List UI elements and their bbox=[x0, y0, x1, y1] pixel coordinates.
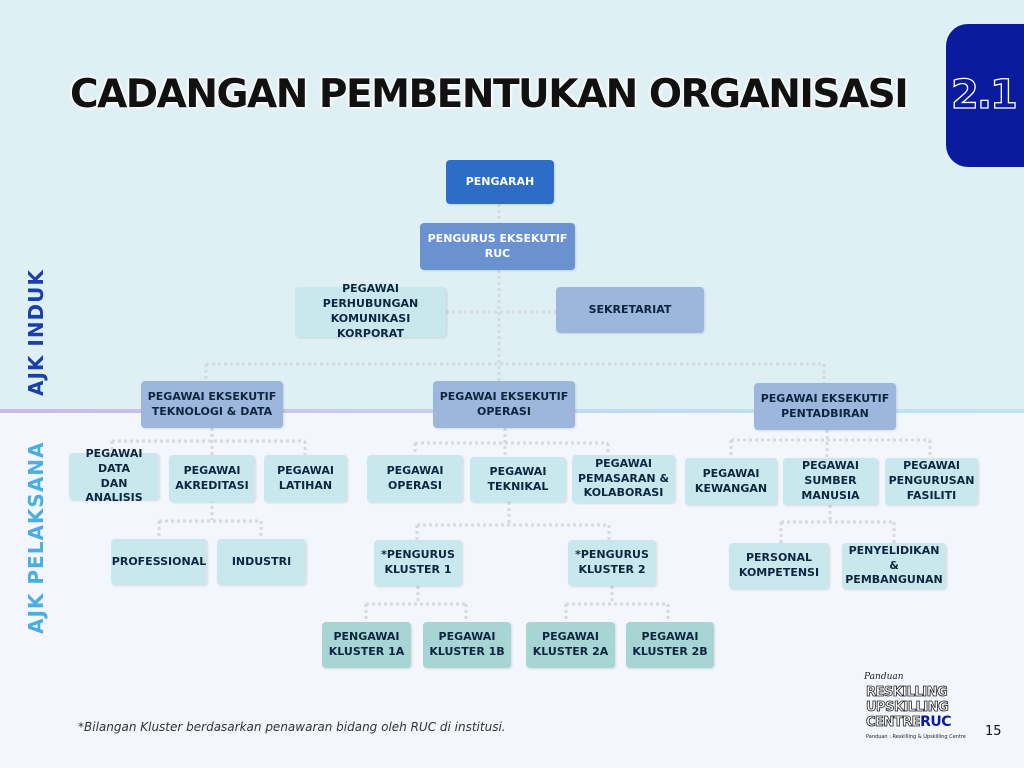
ruc-logo: Panduan RESKILLING UPSKILLING CENTRERUC … bbox=[862, 672, 966, 744]
node-professional: PROFESSIONAL bbox=[111, 539, 207, 585]
upper-background bbox=[0, 0, 1024, 412]
logo-line-2: UPSKILLING bbox=[866, 700, 950, 715]
slide-title: CADANGAN PEMBENTUKAN ORGANISASI bbox=[70, 72, 909, 117]
node-pegawai-eksekutif-operasi: PEGAWAI EKSEKUTIF OPERASI bbox=[433, 381, 575, 428]
node-pegawai-eksekutif-pentadbiran: PEGAWAI EKSEKUTIF PENTADBIRAN bbox=[754, 383, 896, 430]
node-sekretariat: SEKRETARIAT bbox=[556, 287, 704, 333]
node-pengawai-kluster-1a: PENGAWAI KLUSTER 1A bbox=[322, 622, 411, 668]
node-penyelidikan-pembangunan: PENYELIDIKAN & PEMBANGUNAN bbox=[842, 543, 946, 589]
node-pegawai-data-analisis: PEGAWAI DATA DAN ANALISIS bbox=[69, 447, 159, 504]
section-number: 2.1 bbox=[950, 71, 1018, 118]
logo-line-1: RESKILLING bbox=[866, 685, 948, 700]
node-pegawai-kluster-2a: PEGAWAI KLUSTER 2A bbox=[526, 622, 615, 668]
node-pegawai-kluster-1b: PEGAWAI KLUSTER 1B bbox=[423, 622, 511, 668]
logo-line-3: CENTRERUC bbox=[866, 714, 952, 730]
node-pengurus-kluster-1: *PENGURUS KLUSTER 1 bbox=[374, 540, 462, 586]
node-pegawai-kluster-2b: PEGAWAI KLUSTER 2B bbox=[626, 622, 714, 668]
node-pegawai-pengurusan-fasiliti: PEGAWAI PENGURUSAN FASILITI bbox=[885, 458, 978, 505]
section-tab bbox=[946, 24, 1024, 167]
logo-centre: CENTRE bbox=[866, 715, 921, 730]
node-pegawai-operasi: PEGAWAI OPERASI bbox=[367, 455, 463, 502]
node-personal-kompetensi: PERSONAL KOMPETENSI bbox=[729, 543, 829, 589]
logo-script-word: Panduan bbox=[864, 672, 904, 682]
node-pegawai-latihan: PEGAWAI LATIHAN bbox=[264, 455, 347, 502]
node-pegawai-teknikal: PEGAWAI TEKNIKAL bbox=[470, 457, 566, 502]
node-pengurus-eksekutif-ruc: PENGURUS EKSEKUTIF RUC bbox=[420, 223, 575, 270]
node-pegawai-pemasaran-kolaborasi: PEGAWAI PEMASARAN & KOLABORASI bbox=[572, 455, 675, 503]
node-pegawai-sumber-manusia: PEGAWAI SUMBER MANUSIA bbox=[783, 458, 878, 505]
node-pegawai-akreditasi: PEGAWAI AKREDITASI bbox=[169, 455, 255, 502]
node-industri: INDUSTRI bbox=[217, 539, 306, 585]
page-number: 15 bbox=[985, 724, 1002, 739]
node-pegawai-perhubungan-komunikasi-korporat: PEGAWAI PERHUBUNGAN KOMUNIKASI KORPORAT bbox=[295, 282, 446, 340]
node-pengarah: PENGARAH bbox=[446, 160, 554, 204]
logo-tagline: Panduan : Reskilling & Upskilling Centre bbox=[866, 734, 966, 740]
footnote: *Bilangan Kluster berdasarkan penawaran … bbox=[78, 720, 506, 734]
node-pegawai-eksekutif-teknologi-data: PEGAWAI EKSEKUTIF TEKNOLOGI & DATA bbox=[141, 381, 283, 428]
logo-ruc: RUC bbox=[920, 714, 951, 730]
node-pegawai-kewangan: PEGAWAI KEWANGAN bbox=[685, 458, 777, 505]
node-pengurus-kluster-2: *PENGURUS KLUSTER 2 bbox=[568, 540, 656, 586]
